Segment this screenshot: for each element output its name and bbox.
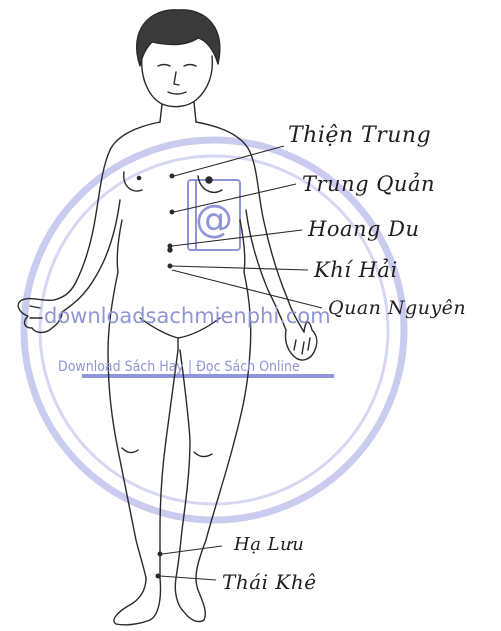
watermark-site: downloadsachmienphi.com bbox=[44, 304, 331, 328]
label-thien-trung: Thiện Trung bbox=[288, 123, 431, 148]
label-ha-luu: Hạ Lưu bbox=[234, 534, 304, 555]
label-hoang-du: Hoang Du bbox=[308, 217, 419, 241]
leader-thai-khe bbox=[160, 576, 216, 580]
leader-ha-luu bbox=[162, 546, 222, 554]
leader-thien-trung bbox=[174, 146, 284, 176]
label-trung-quan: Trung Quản bbox=[302, 172, 435, 196]
leader-hoang-du bbox=[172, 230, 302, 246]
label-khi-hai: Khí Hải bbox=[314, 258, 398, 282]
leader-khi-hai bbox=[172, 266, 308, 270]
watermark-tagline: Download Sách Hay | Đọc Sách Online bbox=[58, 359, 300, 375]
label-thai-khe: Thái Khê bbox=[222, 570, 317, 594]
svg-text:@: @ bbox=[195, 197, 233, 241]
label-quan-nguyen: Quan Nguyên bbox=[328, 297, 466, 319]
leader-quan-nguyen bbox=[172, 270, 322, 308]
leader-trung-quan bbox=[174, 184, 296, 212]
book-icon: @ bbox=[188, 180, 240, 250]
watermark-seal: @ bbox=[24, 140, 404, 520]
